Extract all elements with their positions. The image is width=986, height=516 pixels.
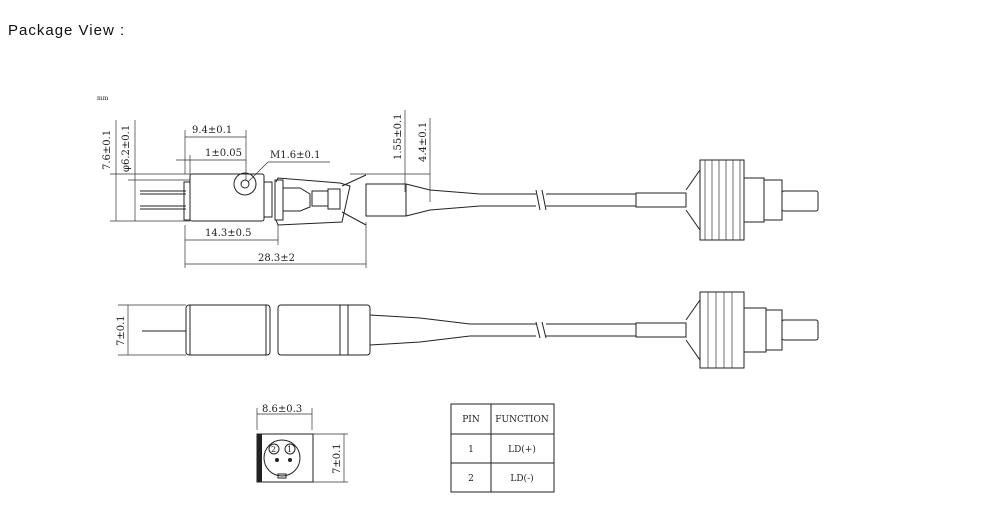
table-cell-pin: 2 xyxy=(468,474,474,484)
dim-thread: M1.6±0.1 xyxy=(270,150,320,161)
dim-height-outer: 7.6±0.1 xyxy=(102,130,113,170)
dim-end-width: 8.6±0.3 xyxy=(262,404,302,415)
unit-label: mm xyxy=(97,95,109,102)
dim-end-height: 7±0.1 xyxy=(332,443,343,474)
dim-len-total: 28.3±2 xyxy=(258,253,295,264)
dim-len-b: 1±0.05 xyxy=(205,148,242,159)
pin-table: PIN FUNCTION 1 LD(+) 2 LD(-) xyxy=(450,403,555,493)
top-view: 7.6±0.1 φ6.2±0.1 9.4±0.1 1±0.05 M1.6±0.1… xyxy=(102,110,819,268)
end-view: 8.6±0.3 2 1 7±0.1 xyxy=(256,404,348,483)
pin-label-2: 2 xyxy=(271,445,276,454)
table-cell-function: LD(+) xyxy=(508,444,536,455)
page-title: Package View : xyxy=(8,22,126,39)
table-cell-pin: 1 xyxy=(468,445,474,455)
table-header-pin: PIN xyxy=(462,415,480,425)
dim-diameter: φ6.2±0.1 xyxy=(121,125,132,172)
dim-side-height: 7±0.1 xyxy=(116,315,127,346)
dim-len-a: 9.4±0.1 xyxy=(192,125,232,136)
dim-cable-inner: 1.55±0.1 xyxy=(393,113,404,160)
table-cell-function: LD(-) xyxy=(510,473,533,484)
dim-cable-outer: 4.4±0.1 xyxy=(418,122,429,162)
pin-label-1: 1 xyxy=(287,445,292,454)
side-view: 7±0.1 xyxy=(116,291,819,369)
table-header-function: FUNCTION xyxy=(495,415,549,425)
dim-len-body: 14.3±0.5 xyxy=(205,228,252,239)
